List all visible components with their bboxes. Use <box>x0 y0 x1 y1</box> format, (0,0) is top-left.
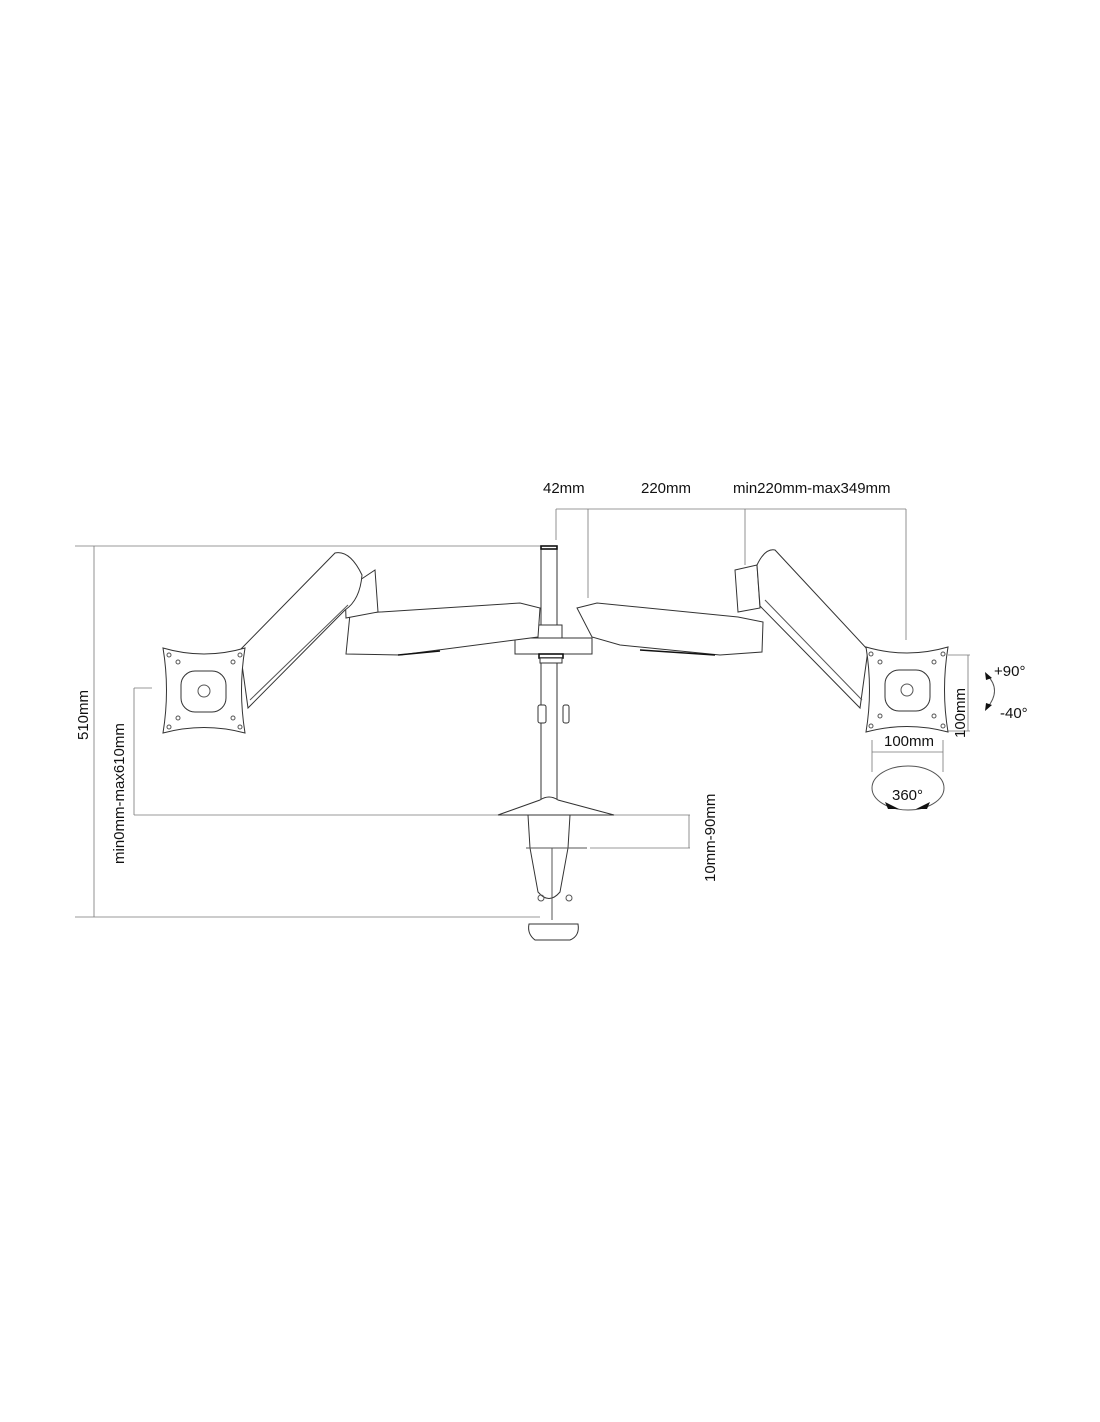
pole-assembly <box>497 545 615 941</box>
label-height-adjust: min0mm-max610mm <box>111 723 128 864</box>
right-lower-arm <box>576 602 764 656</box>
left-arm <box>239 552 541 710</box>
left-vesa-plate <box>162 647 246 734</box>
label-desk-thickness: 10mm-90mm <box>702 794 719 882</box>
tilt-arrow-down-icon <box>985 703 992 711</box>
dimension-lines <box>75 508 970 918</box>
clamp-body <box>527 814 571 899</box>
right-arm <box>576 549 869 710</box>
label-pole-offset: 42mm <box>543 480 585 497</box>
tilt-arrow-up-icon <box>985 672 992 680</box>
rotate-right-arrow-icon <box>916 802 930 809</box>
cable-clip <box>537 704 547 724</box>
label-tilt-down: -40° <box>1000 705 1028 722</box>
label-total-height: 510mm <box>75 690 92 740</box>
label-tilt-up: +90° <box>994 663 1025 680</box>
label-lower-arm-length: 220mm <box>641 480 691 497</box>
right-vesa-plate <box>865 646 949 733</box>
clamp-knob <box>528 923 579 941</box>
pole <box>540 545 558 801</box>
rotate-left-arrow-icon <box>885 802 899 809</box>
tilt-indicator <box>985 672 995 711</box>
label-upper-arm-reach: min220mm-max349mm <box>733 480 891 497</box>
cable-clip <box>562 704 570 724</box>
rotation-indicator <box>871 765 945 811</box>
desk-base <box>497 796 615 816</box>
label-vesa-height: 100mm <box>952 688 969 738</box>
left-lower-arm <box>345 602 541 656</box>
right-elbow <box>734 564 761 613</box>
right-upper-arm <box>756 549 869 710</box>
label-rotation: 360° <box>892 787 923 804</box>
arm-hub <box>514 624 593 664</box>
left-upper-arm <box>239 552 363 710</box>
label-vesa-width: 100mm <box>884 733 934 750</box>
